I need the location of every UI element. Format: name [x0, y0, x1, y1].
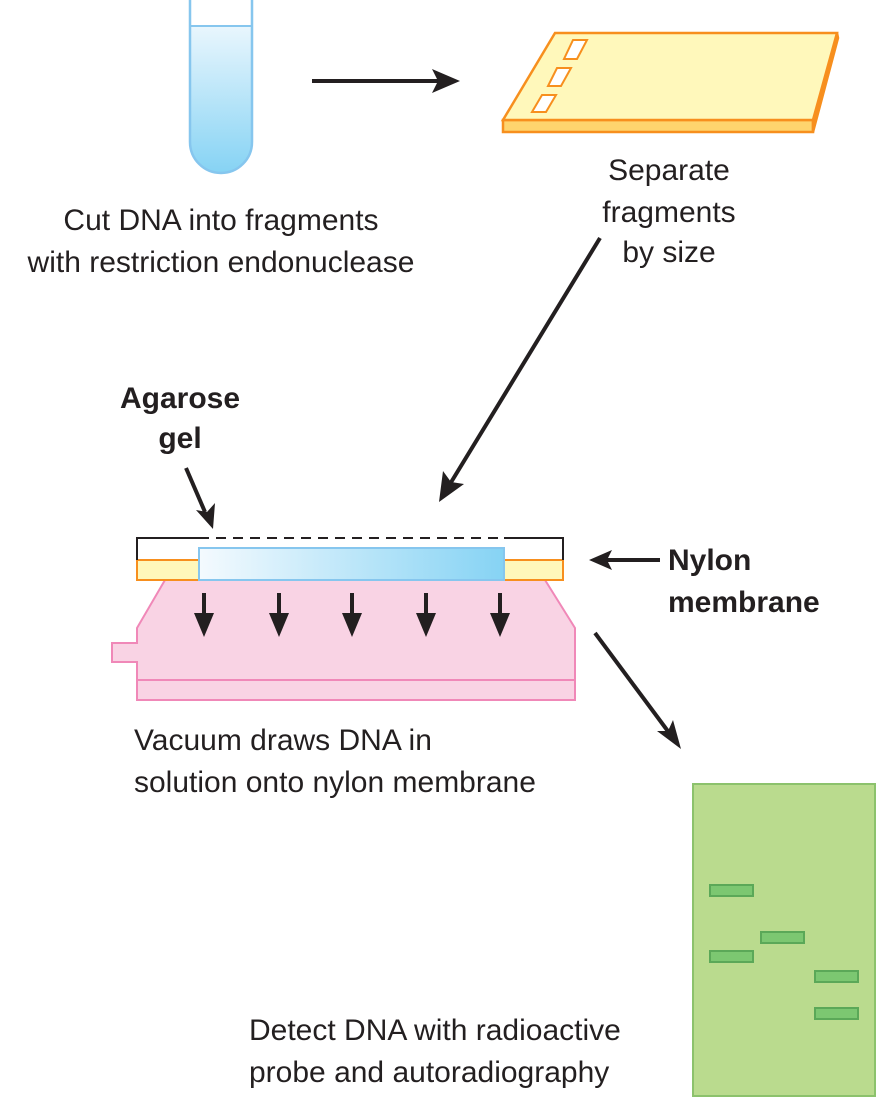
- down-arrow-icon: [342, 593, 362, 637]
- down-arrow-icon: [269, 593, 289, 637]
- cut-caption-line1: Cut DNA into fragments: [63, 204, 378, 237]
- dna-band: [814, 1007, 859, 1020]
- nylon-membrane: [198, 547, 505, 581]
- agarose-label-line1: Agarose: [120, 382, 240, 415]
- down-arrow-icon: [416, 593, 436, 637]
- arrow-to-apparatus: [439, 236, 602, 502]
- test-tube-icon: [188, 0, 254, 175]
- nylon-pointer-arrow: [589, 550, 660, 570]
- dna-band: [709, 950, 754, 963]
- dna-band: [709, 884, 754, 897]
- vacuum-caption-line2: solution onto nylon membrane: [134, 766, 536, 799]
- dna-band: [814, 970, 859, 983]
- vacuum-flow-arrows: [194, 593, 510, 637]
- detect-caption-line1: Detect DNA with radioactive: [249, 1014, 621, 1047]
- down-arrow-icon: [194, 593, 214, 637]
- separate-caption-line3: by size: [622, 236, 715, 269]
- nylon-label-line2: membrane: [668, 586, 820, 619]
- vacuum-caption-line1: Vacuum draws DNA in: [134, 724, 432, 757]
- gel-slab-icon: [500, 31, 840, 134]
- vacuum-blotting-apparatus: [111, 536, 576, 701]
- separate-caption-line1: Separate: [608, 154, 730, 187]
- agarose-label-line2: gel: [158, 422, 201, 455]
- agarose-pointer-arrow: [184, 467, 215, 529]
- cut-caption-line2: with restriction endonuclease: [27, 246, 415, 279]
- arrow-to-gel: [312, 69, 460, 93]
- autoradiograph-membrane: [692, 783, 876, 1097]
- dna-band: [760, 931, 805, 944]
- arrow-to-autoradiograph: [593, 631, 681, 749]
- detect-caption-line2: probe and autoradiography: [249, 1056, 609, 1089]
- down-arrow-icon: [490, 593, 510, 637]
- nylon-label-line1: Nylon: [668, 544, 751, 577]
- separate-caption-line2: fragments: [602, 196, 735, 229]
